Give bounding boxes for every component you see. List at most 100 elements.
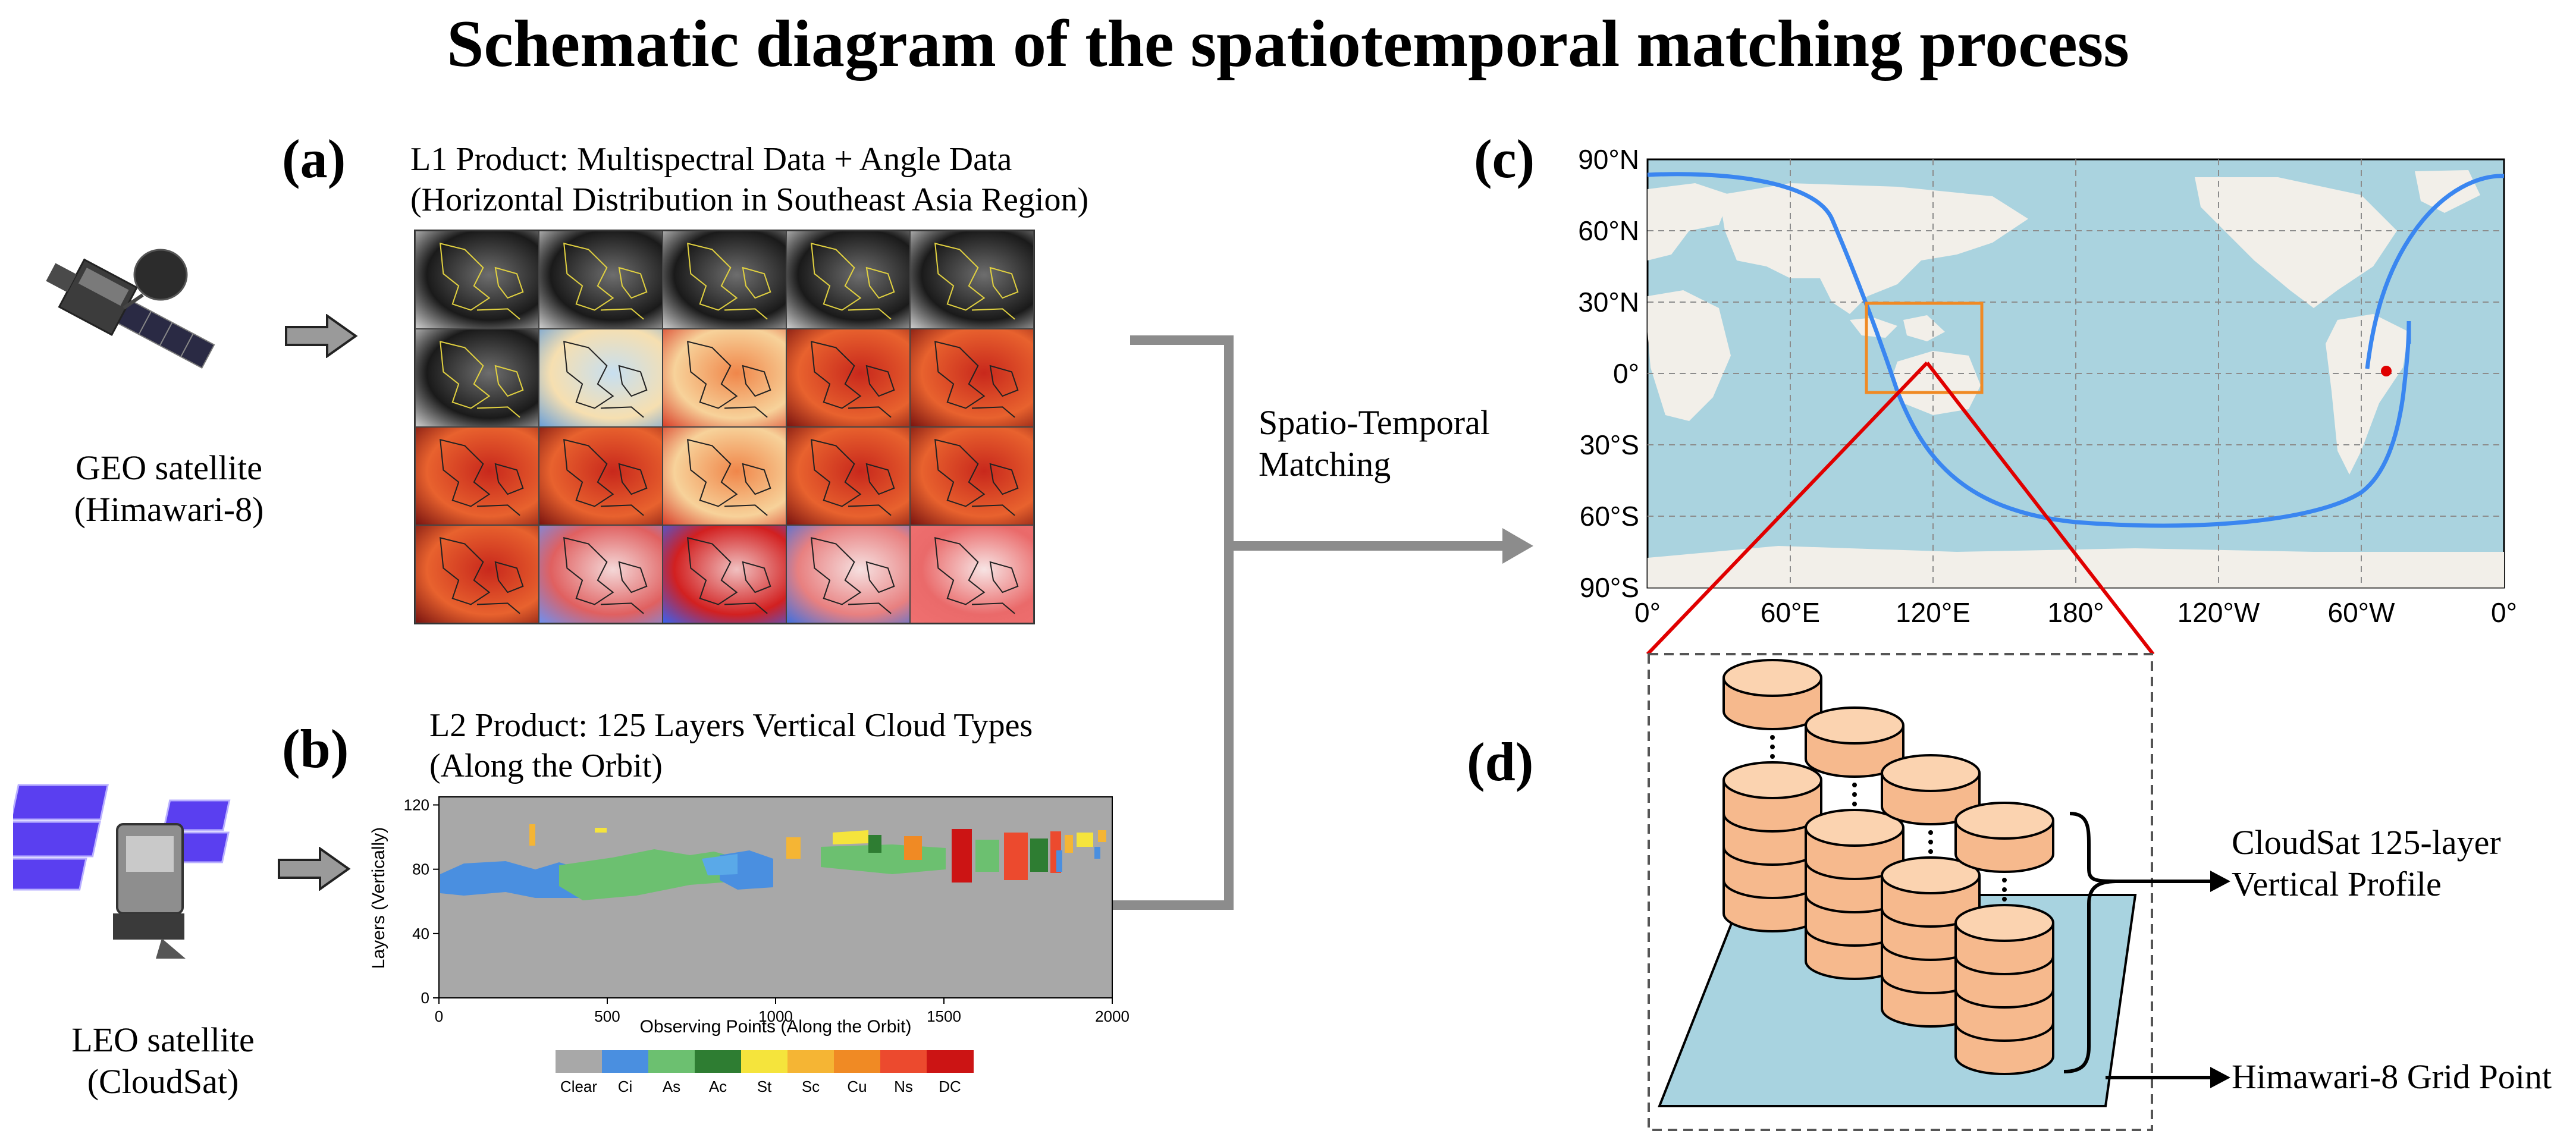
lat-label: 30°N: [1578, 287, 1639, 318]
geo-satellite-icon: [46, 249, 215, 369]
profile-cylinder: [1722, 659, 1822, 932]
panel-a-header: L1 Product: Multispectral Data + Angle D…: [410, 139, 1303, 220]
leo-caption-line2: (CloudSat): [87, 1062, 239, 1101]
profile-bracket: [2069, 812, 2213, 883]
colorbar-swatch: [695, 1050, 742, 1073]
lon-label: 120°E: [1896, 597, 1971, 628]
channel-tile: [539, 231, 663, 329]
colorbar-label: Ci: [617, 1078, 633, 1095]
colorbar-swatch: [880, 1050, 927, 1073]
panel-b-line1: L2 Product: 125 Layers Vertical Cloud Ty…: [429, 707, 1033, 744]
channel-tile: [663, 231, 786, 329]
panel-label-a: (a): [282, 128, 346, 189]
profile-label-line2: Vertical Profile: [2232, 865, 2442, 903]
panel-d-schematic: [1646, 361, 2230, 1131]
panel-b-line2: (Along the Orbit): [429, 748, 663, 784]
panel-a-tile-grid: [414, 230, 1035, 624]
cloudsat-profile-cylinders: [1722, 659, 2054, 1075]
channel-tile: [415, 329, 539, 427]
orbit-track-main: [1647, 172, 2411, 528]
channel-tile: [415, 427, 539, 525]
channel-tile: [910, 231, 1034, 329]
y-tick-label: 120: [404, 796, 429, 814]
matching-label: Spatio-Temporal Matching: [1259, 402, 1508, 485]
channel-tile: [910, 329, 1034, 427]
channel-tile: [415, 525, 539, 623]
matching-line2: Matching: [1259, 445, 1391, 483]
page-title: Schematic diagram of the spatiotemporal …: [447, 7, 2129, 81]
region-box: [1865, 302, 1984, 394]
profile-cylinder: [1954, 802, 2054, 1075]
channel-tile: [415, 231, 539, 329]
colorbar-swatch: [602, 1050, 649, 1073]
panel-label-b: (b): [282, 718, 349, 779]
colorbar-swatch: [927, 1050, 974, 1073]
colorbar-swatch: [741, 1050, 788, 1073]
profile-axes: 0 500 1000 1500 2000 0 40 80 120: [404, 796, 1129, 1025]
leo-caption: LEO satellite (CloudSat): [32, 1019, 294, 1103]
colorbar-label: St: [757, 1078, 772, 1095]
channel-tile: [786, 427, 910, 525]
profile-label: CloudSat 125-layer Vertical Profile: [2232, 822, 2565, 905]
grid-label: Himawari-8 Grid Point: [2232, 1057, 2552, 1096]
channel-tile: [786, 329, 910, 427]
colorbar-label: Ac: [708, 1078, 727, 1095]
channel-tile: [663, 525, 786, 623]
y-tick-label: 0: [421, 989, 429, 1007]
lat-label: 60°N: [1578, 215, 1639, 246]
panel-b-header: L2 Product: 125 Layers Vertical Cloud Ty…: [429, 705, 1322, 786]
matching-connector: [1071, 335, 1533, 910]
geo-arrow: [285, 314, 358, 358]
colorbar-swatch: [648, 1050, 695, 1073]
zoom-line-right: [1925, 362, 2155, 655]
lon-label: 60°E: [1761, 597, 1820, 628]
panel-label-d: (d): [1467, 731, 1534, 792]
colorbar-label: Clear: [560, 1078, 598, 1095]
lat-label: 90°N: [1578, 144, 1639, 175]
matching-line1: Spatio-Temporal: [1259, 403, 1490, 442]
lon-label: 180°: [2047, 597, 2104, 628]
leo-arrow: [278, 847, 351, 891]
profile-cylinder: [1805, 706, 1904, 980]
channel-tile: [910, 525, 1034, 623]
geo-caption: GEO satellite (Himawari-8): [38, 447, 300, 530]
colorbar-swatch: [834, 1050, 881, 1073]
profile-label-line1: CloudSat 125-layer: [2232, 823, 2501, 862]
lat-label: 30°S: [1580, 429, 1639, 460]
geo-caption-line1: GEO satellite: [75, 448, 263, 487]
lat-label: 0°: [1613, 358, 1639, 389]
x-tick-label: 1000: [758, 1007, 793, 1025]
channel-tile: [910, 427, 1034, 525]
x-axis-label: Observing Points (Along the Orbit): [640, 1017, 912, 1037]
channel-tile: [786, 525, 910, 623]
colorbar-label: As: [662, 1078, 681, 1095]
panel-b-profile-chart: 0 500 1000 1500 2000 0 40 80 120 Observing Point…: [369, 796, 1129, 1037]
colorbar-swatch: [787, 1050, 834, 1073]
x-tick-label: 500: [594, 1007, 620, 1025]
map-gridlines: [1648, 159, 2504, 588]
cloud-layers: [440, 824, 1106, 900]
colorbar-label: Sc: [801, 1078, 820, 1095]
leo-caption-line1: LEO satellite: [71, 1020, 255, 1059]
panel-label-c: (c): [1474, 128, 1535, 189]
lon-label: 0°: [1634, 597, 1661, 628]
x-tick-label: 0: [435, 1007, 443, 1025]
colorbar-label: DC: [939, 1078, 961, 1095]
continents: [1648, 170, 2504, 588]
channel-tile: [539, 329, 663, 427]
colorbar-swatch: [556, 1050, 603, 1073]
geo-caption-line2: (Himawari-8): [74, 490, 264, 529]
lat-label: 90°S: [1580, 572, 1639, 603]
y-tick-label: 80: [412, 861, 429, 878]
lon-label: 120°W: [2177, 597, 2260, 628]
x-tick-label: 1500: [927, 1007, 961, 1025]
x-tick-label: 2000: [1095, 1007, 1129, 1025]
channel-tile: [786, 231, 910, 329]
orbit-end-marker: [2381, 366, 2392, 376]
lon-label: 0°: [2491, 597, 2517, 628]
colorbar-label: Cu: [847, 1078, 867, 1095]
y-tick-label: 40: [412, 925, 429, 943]
